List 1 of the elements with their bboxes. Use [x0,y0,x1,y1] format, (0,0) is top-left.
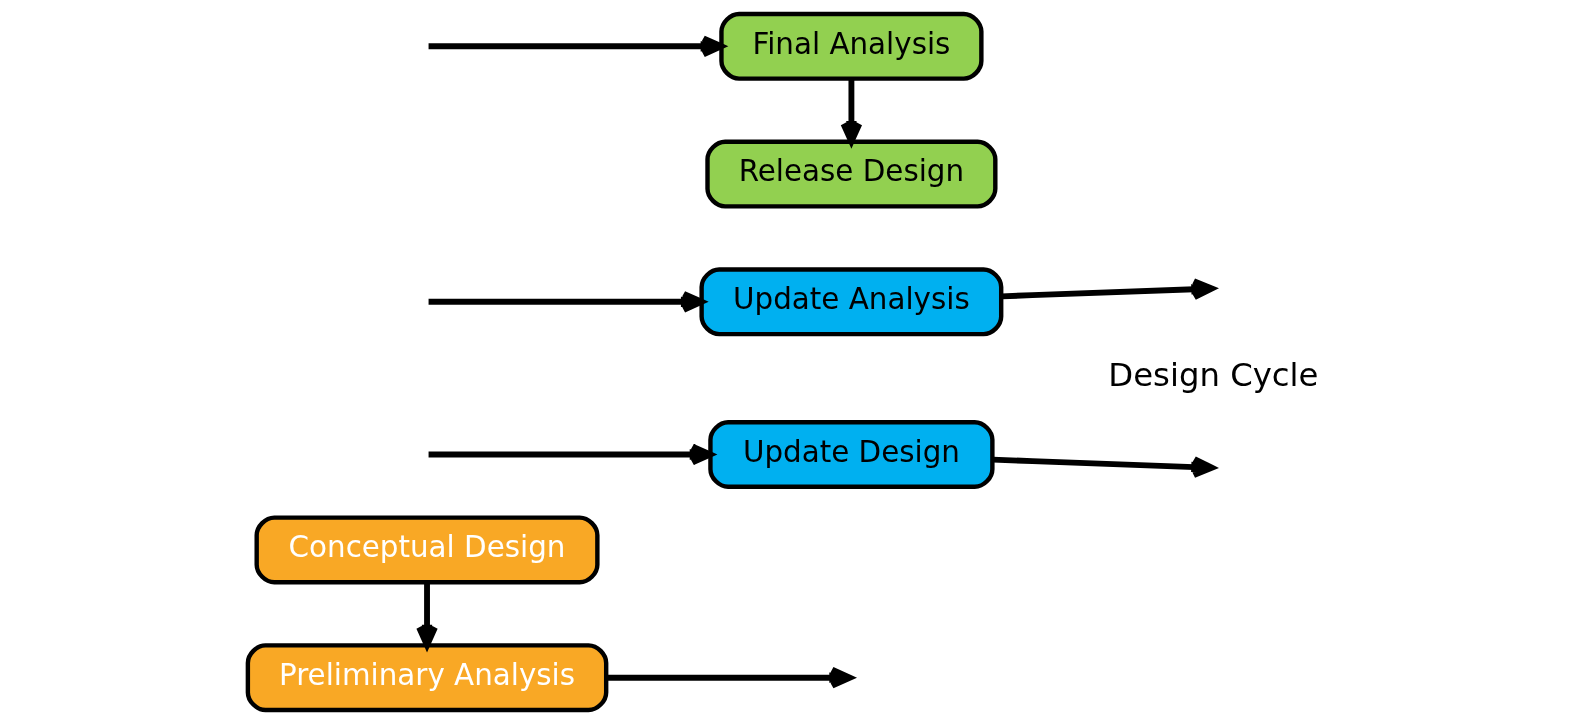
label: Design Cycle [1108,356,1319,395]
